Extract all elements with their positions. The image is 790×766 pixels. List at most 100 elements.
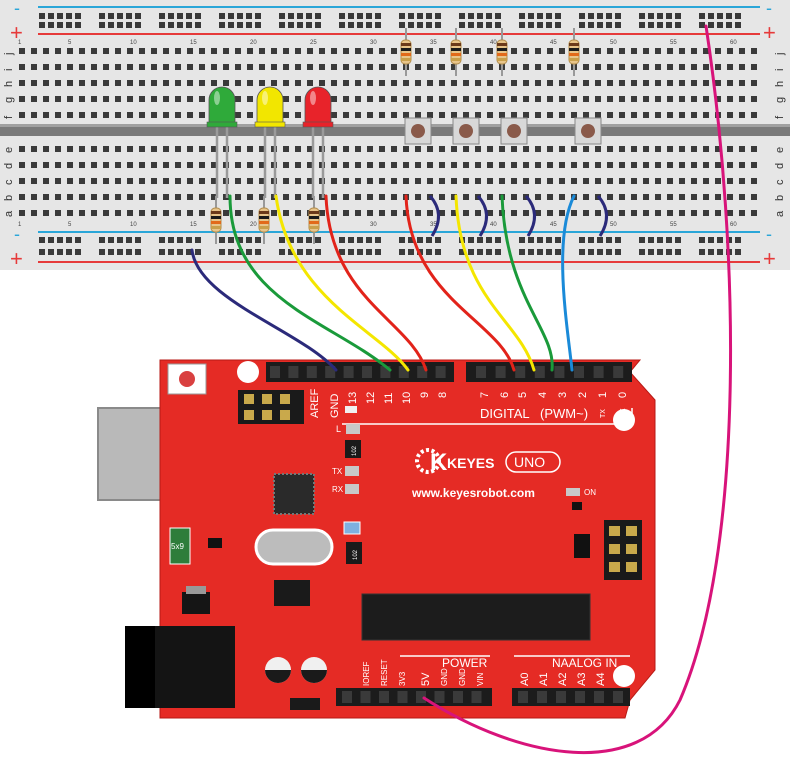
breadboard-hole	[631, 96, 637, 102]
breadboard-hole	[31, 80, 37, 86]
breadboard-hole	[295, 64, 301, 70]
rail-hole	[48, 237, 54, 243]
rail-hole	[357, 249, 363, 255]
rail-hole	[579, 249, 585, 255]
breadboard-hole	[427, 178, 433, 184]
breadboard-hole	[379, 64, 385, 70]
row-letter-a-right: a	[774, 210, 786, 217]
rail-hole	[108, 249, 114, 255]
breadboard-hole	[403, 96, 409, 102]
breadboard-hole	[583, 96, 589, 102]
pin-label-gnd-2: GND	[458, 668, 467, 686]
col-num-bottom-40: 40	[490, 222, 497, 228]
breadboard-hole	[439, 146, 445, 152]
rail-hole	[366, 13, 372, 19]
header-pin	[270, 366, 280, 378]
rail-hole	[366, 237, 372, 243]
breadboard-hole	[151, 178, 157, 184]
rail-hole	[435, 13, 441, 19]
rail-hole	[339, 13, 345, 19]
gear-icon	[415, 448, 441, 474]
rail-hole	[708, 237, 714, 243]
rail-hole	[159, 13, 165, 19]
breadboard-hole	[259, 162, 265, 168]
breadboard-hole	[427, 210, 433, 216]
rail-hole	[597, 22, 603, 28]
breadboard-hole	[643, 80, 649, 86]
breadboard-hole	[535, 112, 541, 118]
breadboard-hole	[295, 146, 301, 152]
arduino-board: AREF GND 13 12 11 10 9 8 7 6 5 4 3 2 1 0…	[97, 359, 656, 719]
breadboard-hole	[547, 162, 553, 168]
breadboard-hole	[643, 112, 649, 118]
wire-gnd-navy	[190, 248, 338, 372]
breadboard-hole	[151, 112, 157, 118]
breadboard-hole	[79, 194, 85, 200]
rail-hole	[606, 237, 612, 243]
breadboard-hole	[367, 80, 373, 86]
rail-hole	[675, 237, 681, 243]
rail-hole	[75, 237, 81, 243]
breadboard-hole	[463, 146, 469, 152]
breadboard-hole	[727, 64, 733, 70]
chip-code-1: 102	[352, 445, 358, 456]
breadboard-hole	[523, 96, 529, 102]
breadboard-hole	[163, 48, 169, 54]
breadboard-hole	[643, 210, 649, 216]
header-pin	[416, 691, 426, 703]
rail-hole	[477, 237, 483, 243]
breadboard-hole	[535, 210, 541, 216]
pin-label-4: 4	[537, 392, 549, 398]
breadboard-hole	[115, 178, 121, 184]
rail-hole	[519, 249, 525, 255]
breadboard-hole	[55, 112, 61, 118]
rail-hole	[375, 22, 381, 28]
breadboard-hole	[19, 80, 25, 86]
breadboard-hole	[295, 48, 301, 54]
rail-hole	[546, 237, 552, 243]
breadboard-hole	[559, 64, 565, 70]
breadboard-hole	[511, 96, 517, 102]
breadboard-hole	[439, 194, 445, 200]
rail-hole	[666, 22, 672, 28]
breadboard-hole	[703, 112, 709, 118]
breadboard-hole	[259, 48, 265, 54]
rail-hole	[159, 249, 165, 255]
rail-hole	[246, 13, 252, 19]
breadboard-hole	[547, 64, 553, 70]
header-pin	[397, 691, 408, 703]
breadboard-hole	[475, 96, 481, 102]
breadboard-hole	[511, 210, 517, 216]
rail-hole	[39, 22, 45, 28]
rail-hole	[528, 237, 534, 243]
breadboard-hole	[355, 48, 361, 54]
breadboard-hole	[19, 194, 25, 200]
breadboard-hole	[715, 146, 721, 152]
rail-hole	[126, 22, 132, 28]
rail-hole	[537, 22, 543, 28]
breadboard-hole	[31, 64, 37, 70]
breadboard-hole	[31, 178, 37, 184]
breadboard-hole	[19, 162, 25, 168]
breadboard-hole	[475, 112, 481, 118]
rail-hole	[348, 22, 354, 28]
breadboard-hole	[307, 194, 313, 200]
breadboard-hole	[139, 48, 145, 54]
breadboard-hole	[391, 194, 397, 200]
rail-hole	[288, 237, 294, 243]
breadboard-hole	[535, 194, 541, 200]
rail-hole	[435, 249, 441, 255]
breadboard-hole	[91, 194, 97, 200]
breadboard-hole	[283, 146, 289, 152]
breadboard-hole	[235, 194, 241, 200]
breadboard-hole	[55, 48, 61, 54]
rail-hole	[357, 13, 363, 19]
smd-bottom	[290, 698, 320, 710]
rail-hole	[195, 249, 201, 255]
power-header	[336, 688, 492, 706]
breadboard-hole	[415, 210, 421, 216]
breadboard-hole	[43, 80, 49, 86]
breadboard-hole	[463, 210, 469, 216]
rail-hole	[468, 13, 474, 19]
breadboard-hole	[391, 162, 397, 168]
